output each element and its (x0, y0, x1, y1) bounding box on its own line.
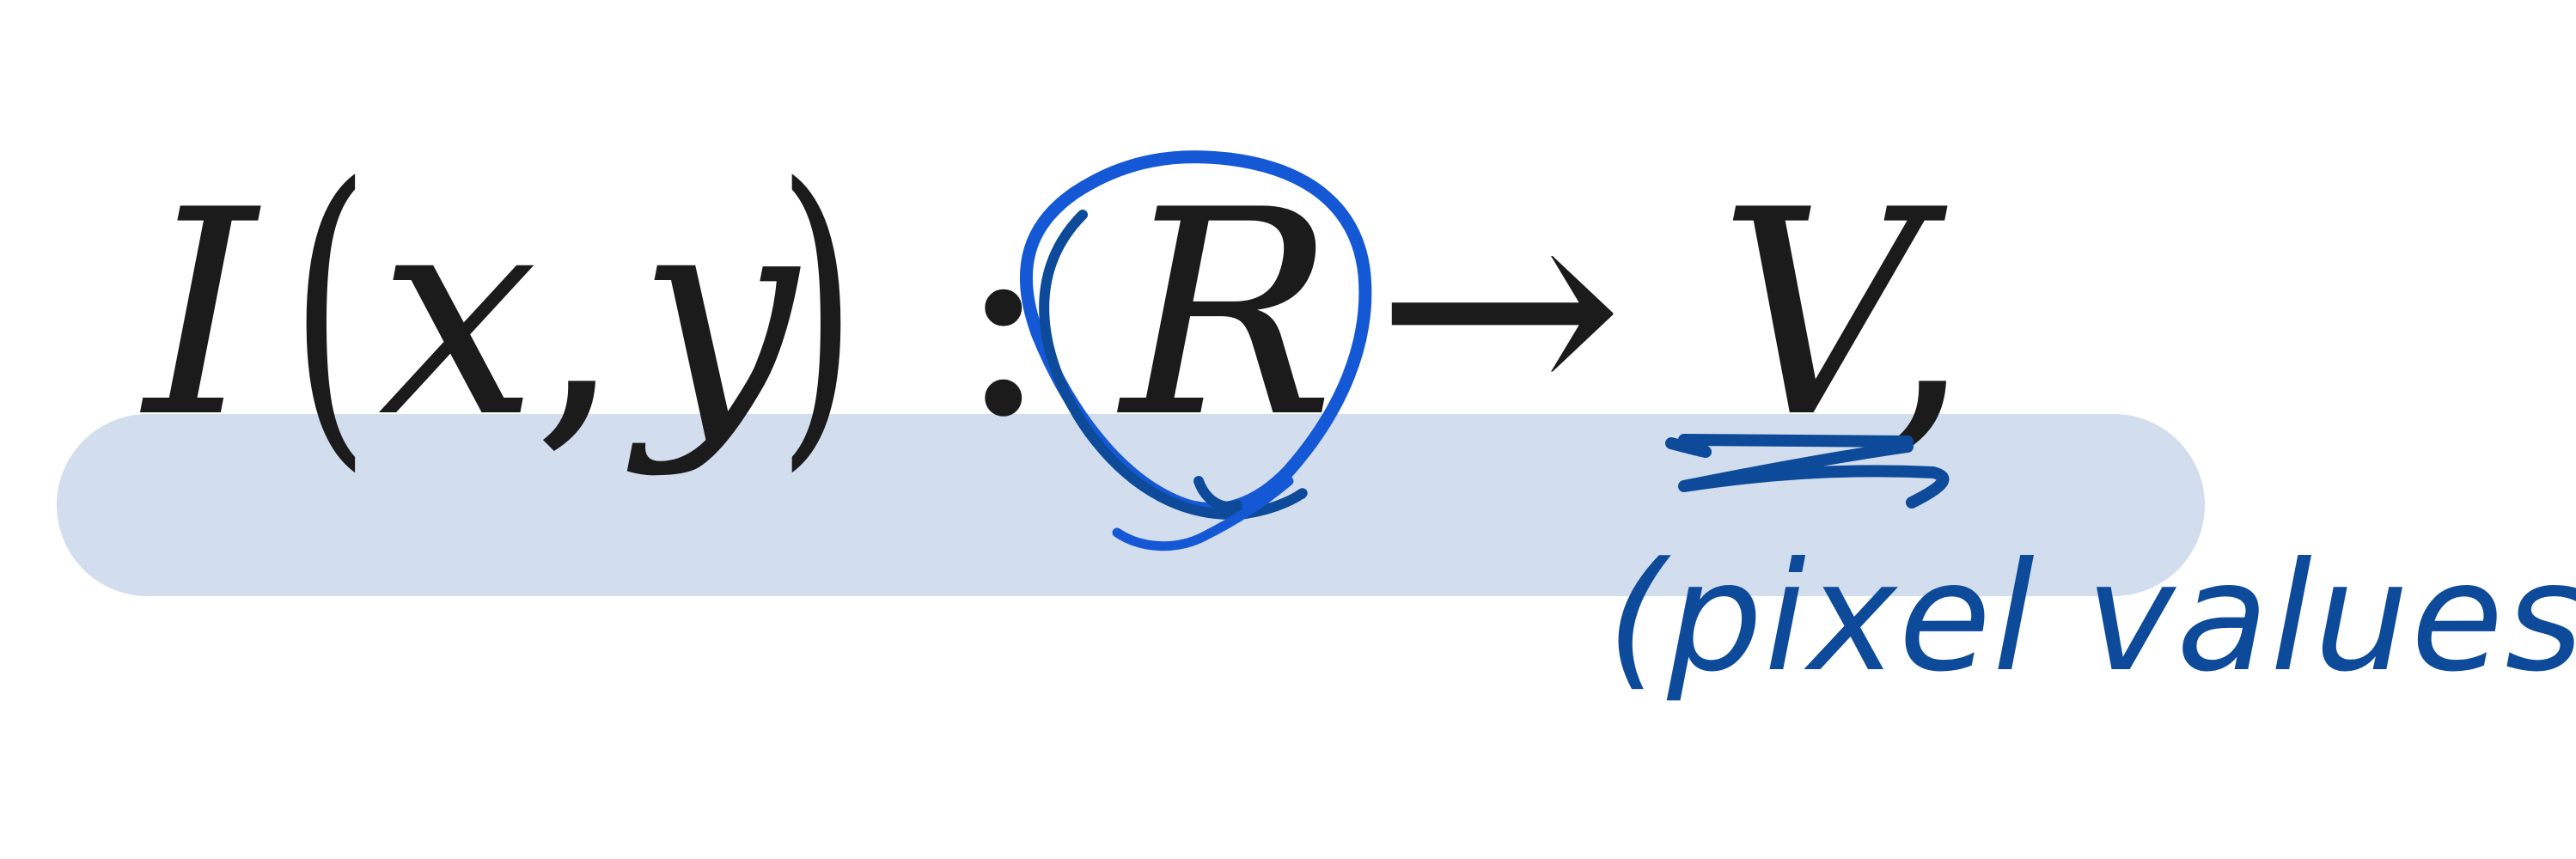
formula-codomain-symbol: V (1718, 149, 1924, 479)
formula-domain-symbol: R (1121, 149, 1335, 479)
formula-close-paren: ) (778, 119, 857, 499)
formula-x: x (378, 149, 539, 479)
formula-y: y (638, 149, 798, 479)
formula-comma-2: , (1883, 149, 1974, 479)
formula-arrow: → (1375, 143, 1625, 472)
formula-comma-1: , (533, 149, 623, 479)
annotation-pixel-values: (pixel values) (1607, 531, 2576, 705)
formula-open-paren: ( (290, 119, 369, 499)
formula-I: I (144, 149, 257, 479)
